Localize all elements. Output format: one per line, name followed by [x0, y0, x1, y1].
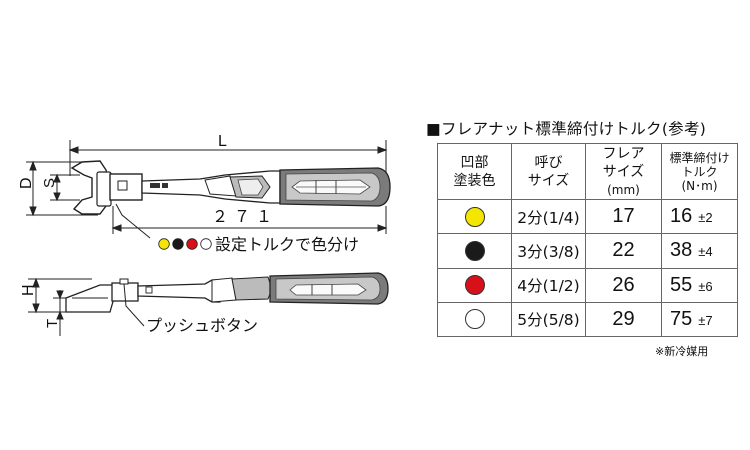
table-row: 3分(3/8)22 38 ±4: [437, 233, 738, 269]
table-row: 4分(1/2)26 55 ±6: [437, 267, 738, 303]
torque-cell: 38 ±4: [661, 233, 738, 269]
dim-S-label: S: [41, 178, 58, 188]
nominal-size-cell: 4分(1/2): [511, 267, 586, 303]
color-label-leader: [115, 203, 151, 239]
header-flare-unit: (mm): [607, 182, 640, 197]
dimension-T: [53, 290, 68, 336]
header-paint-color: 凹部 塗装色: [437, 143, 512, 200]
header-nominal-line1: 呼び: [534, 154, 563, 171]
flare-size-cell: 29: [585, 301, 662, 338]
flare-size-cell: 26: [585, 267, 662, 303]
torque-cell: 16 ±2: [661, 198, 738, 235]
color-label: 設定トルクで色分け: [215, 235, 359, 254]
dim-D-label: D: [18, 177, 35, 189]
torque-cell: 55 ±6: [661, 267, 738, 303]
paint-color-cell: [437, 301, 512, 338]
torque-tolerance: ±2: [698, 210, 713, 226]
flare-size-cell: 17: [585, 198, 662, 235]
header-paint-color-line2: 塗装色: [453, 172, 496, 189]
header-torque-line1: 標準締付け: [669, 150, 730, 165]
color-dot-yellow: [158, 238, 170, 250]
nominal-size-cell: 5分(5/8): [511, 301, 586, 338]
dim-T-label: T: [44, 319, 61, 328]
dim-H-label: H: [20, 284, 37, 296]
dim-L-label: L: [218, 133, 227, 150]
header-torque-line2: トルク: [681, 164, 718, 179]
color-dot-black: [172, 238, 184, 250]
color-dots: [158, 238, 212, 250]
header-torque-unit: (N･m): [681, 178, 718, 193]
torque-value: 16: [670, 205, 693, 228]
torque-value: 38: [670, 239, 693, 262]
paint-color-cell: [437, 198, 512, 235]
paint-color-cell: [437, 267, 512, 303]
nominal-size-cell: 3分(3/8): [511, 233, 586, 269]
wrench-side-view: [65, 272, 389, 313]
paint-color-dot: [464, 240, 485, 261]
torque-tolerance: ±7: [698, 312, 713, 328]
paint-color-dot: [464, 309, 485, 330]
push-button-leader: [123, 283, 145, 327]
header-torque: 標準締付け トルク (N･m): [661, 143, 738, 200]
paint-color-cell: [437, 233, 512, 269]
header-flare-size: フレア サイズ (mm): [585, 143, 662, 200]
dimension-S: [50, 173, 80, 202]
paint-color-dot: [464, 275, 485, 296]
dimension-H: [28, 277, 92, 314]
dimension-271: [111, 206, 388, 234]
push-button-label: プッシュボタン: [146, 316, 258, 335]
header-paint-color-line1: 凹部: [460, 154, 489, 171]
torque-table: 凹部 塗装色 呼び サイズ フレア サイズ (mm) 標準締付け トルク (N･…: [437, 143, 738, 338]
table-title: ■フレアナット標準締付けトルク(参考): [426, 120, 707, 138]
table-header-row: 凹部 塗装色 呼び サイズ フレア サイズ (mm) 標準締付け トルク (N･…: [437, 143, 738, 200]
nominal-size-cell: 2分(1/4): [511, 198, 586, 235]
torque-value: 55: [670, 273, 693, 296]
color-dot-red: [186, 238, 198, 250]
length-271-label: ２７１: [212, 209, 278, 226]
wrench-top-view: [70, 160, 391, 215]
torque-cell: 75 ±7: [661, 301, 738, 338]
torque-tolerance: ±6: [698, 278, 713, 294]
flare-size-cell: 22: [585, 233, 662, 269]
dimension-D: [26, 160, 98, 217]
header-nominal-line2: サイズ: [527, 172, 570, 189]
header-nominal-size: 呼び サイズ: [511, 143, 586, 200]
torque-tolerance: ±4: [698, 244, 713, 260]
table-row: 5分(5/8)29 75 ±7: [437, 301, 738, 338]
header-flare-line2: サイズ: [602, 163, 645, 180]
paint-color-dot: [464, 206, 485, 227]
torque-value: 75: [670, 307, 693, 330]
footnote: ※新冷媒用: [655, 345, 709, 358]
header-flare-line1: フレア: [602, 145, 645, 162]
color-dot-white: [200, 238, 212, 250]
dimension-L: [68, 140, 388, 176]
table-row: 2分(1/4)17 16 ±2: [437, 198, 738, 235]
